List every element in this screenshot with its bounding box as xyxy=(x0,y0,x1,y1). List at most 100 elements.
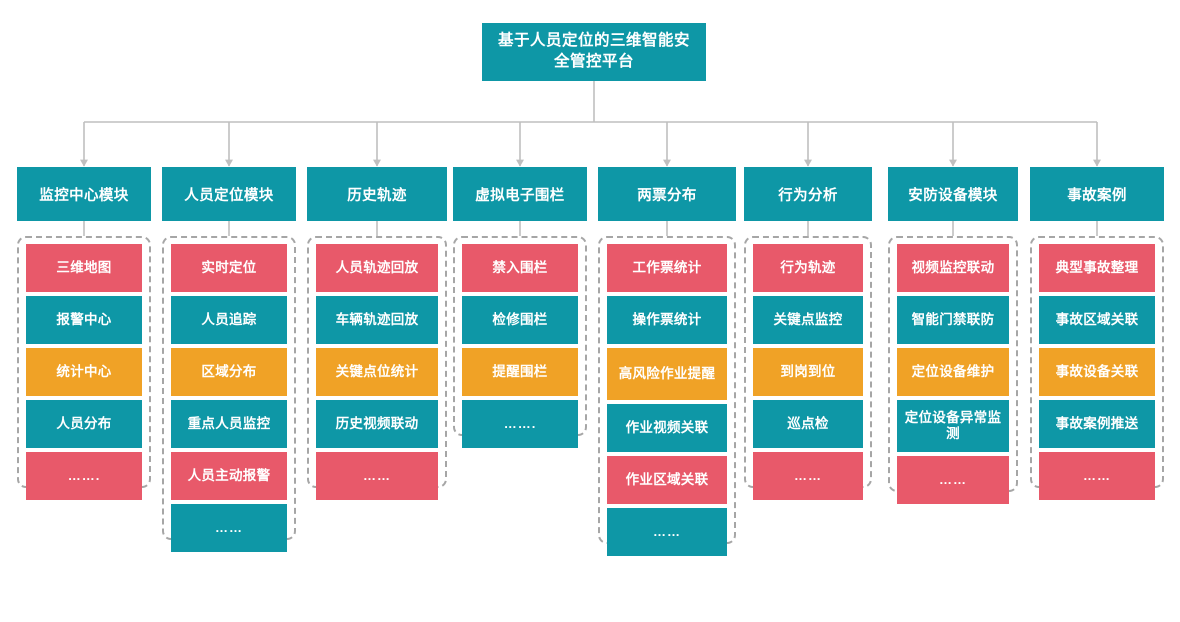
column-history-track: 历史轨迹人员轨迹回放车辆轨迹回放关键点位统计历史视频联动 …… xyxy=(307,167,447,500)
column-header-label: 监控中心模块 xyxy=(39,187,129,204)
feature-item[interactable]: 统计中心 xyxy=(26,348,142,396)
ellipsis-label: ……. xyxy=(67,468,101,484)
column-header-label: 事故案例 xyxy=(1067,187,1127,204)
root-node: 基于人员定位的三维智能安全管控平台 xyxy=(482,23,706,81)
ellipsis-label: …… xyxy=(939,472,967,488)
column-header-two-tickets[interactable]: 两票分布 xyxy=(598,167,736,221)
feature-item-label: 高风险作业提醒 xyxy=(618,365,716,381)
feature-item[interactable]: 人员追踪 xyxy=(171,296,287,344)
feature-item[interactable]: …… xyxy=(607,508,727,556)
feature-item[interactable]: ……. xyxy=(26,452,142,500)
feature-item-label: 提醒围栏 xyxy=(492,363,548,379)
feature-item[interactable]: 历史视频联动 xyxy=(316,400,438,448)
feature-item-label: 实时定位 xyxy=(201,259,257,275)
feature-item[interactable]: …… xyxy=(897,456,1009,504)
feature-item[interactable]: 区域分布 xyxy=(171,348,287,396)
column-header-monitor-center[interactable]: 监控中心模块 xyxy=(17,167,151,221)
feature-item[interactable]: …… xyxy=(753,452,863,500)
column-two-tickets: 两票分布工作票统计操作票统计高风险作业提醒作业视频关联作业区域关联…… xyxy=(598,167,736,556)
dashed-container-two-tickets: 工作票统计操作票统计高风险作业提醒作业视频关联作业区域关联…… xyxy=(598,236,736,556)
feature-item-label: 工作票统计 xyxy=(632,259,702,275)
feature-item-label: 统计中心 xyxy=(56,363,112,379)
feature-item-label: 区域分布 xyxy=(201,363,257,379)
feature-item-label: 车辆轨迹回放 xyxy=(335,311,419,327)
feature-item[interactable]: 工作票统计 xyxy=(607,244,727,292)
column-virtual-fence: 虚拟电子围栏禁入围栏检修围栏提醒围栏 ……. xyxy=(453,167,587,448)
dashed-container-personnel-positioning: 实时定位人员追踪区域分布重点人员监控人员主动报警 …… xyxy=(162,236,296,552)
feature-item[interactable]: 定位设备异常监测 xyxy=(897,400,1009,452)
feature-item-label: 作业视频关联 xyxy=(625,419,709,435)
column-header-security-device[interactable]: 安防设备模块 xyxy=(888,167,1018,221)
dashed-container-monitor-center: 三维地图报警中心统计中心人员分布 ……. xyxy=(17,236,151,500)
feature-item[interactable]: …… xyxy=(1039,452,1155,500)
feature-item-label: 事故区域关联 xyxy=(1055,311,1139,327)
feature-item-label: 检修围栏 xyxy=(492,311,548,327)
feature-item[interactable]: 禁入围栏 xyxy=(462,244,578,292)
ellipsis-label: …… xyxy=(1083,468,1111,484)
feature-item[interactable]: 到岗到位 xyxy=(753,348,863,396)
feature-item-label: 定位设备异常监测 xyxy=(904,409,1002,441)
column-security-device: 安防设备模块视频监控联动智能门禁联防定位设备维护定位设备异常监测 …… xyxy=(888,167,1018,504)
feature-item[interactable]: 人员轨迹回放 xyxy=(316,244,438,292)
column-header-accident-case[interactable]: 事故案例 xyxy=(1030,167,1164,221)
feature-item-label: 历史视频联动 xyxy=(335,415,419,431)
feature-item[interactable]: 事故区域关联 xyxy=(1039,296,1155,344)
feature-item[interactable]: 智能门禁联防 xyxy=(897,296,1009,344)
column-header-label: 行为分析 xyxy=(778,187,838,204)
feature-item-label: 典型事故整理 xyxy=(1055,259,1139,275)
column-header-label: 安防设备模块 xyxy=(908,187,998,204)
feature-item[interactable]: 关键点监控 xyxy=(753,296,863,344)
feature-item-label: 三维地图 xyxy=(56,259,112,275)
feature-item[interactable]: ……. xyxy=(462,400,578,448)
ellipsis-label: …… xyxy=(363,468,391,484)
column-header-behavior-analysis[interactable]: 行为分析 xyxy=(744,167,872,221)
feature-item-label: 人员分布 xyxy=(56,415,112,431)
column-header-virtual-fence[interactable]: 虚拟电子围栏 xyxy=(453,167,587,221)
feature-item[interactable]: 行为轨迹 xyxy=(753,244,863,292)
feature-item[interactable]: 事故案例推送 xyxy=(1039,400,1155,448)
feature-item[interactable]: …… xyxy=(171,504,287,552)
column-header-label: 历史轨迹 xyxy=(347,187,407,204)
root-title: 基于人员定位的三维智能安全管控平台 xyxy=(497,32,690,70)
feature-item[interactable]: 提醒围栏 xyxy=(462,348,578,396)
feature-item-label: 重点人员监控 xyxy=(187,415,271,431)
feature-item[interactable]: 报警中心 xyxy=(26,296,142,344)
dashed-container-security-device: 视频监控联动智能门禁联防定位设备维护定位设备异常监测 …… xyxy=(888,236,1018,504)
column-header-personnel-positioning[interactable]: 人员定位模块 xyxy=(162,167,296,221)
feature-item[interactable]: 人员主动报警 xyxy=(171,452,287,500)
feature-item-label: 事故案例推送 xyxy=(1055,415,1139,431)
ellipsis-label: ……. xyxy=(503,416,537,432)
column-behavior-analysis: 行为分析行为轨迹关键点监控到岗到位巡点检…… xyxy=(744,167,872,500)
feature-item[interactable]: 三维地图 xyxy=(26,244,142,292)
feature-item[interactable]: 操作票统计 xyxy=(607,296,727,344)
feature-item[interactable]: 作业区域关联 xyxy=(607,456,727,504)
feature-item-label: 关键点位统计 xyxy=(335,363,419,379)
feature-item-label: 人员轨迹回放 xyxy=(335,259,419,275)
feature-item[interactable]: 关键点位统计 xyxy=(316,348,438,396)
feature-item[interactable]: 实时定位 xyxy=(171,244,287,292)
column-header-label: 虚拟电子围栏 xyxy=(475,187,565,204)
feature-item[interactable]: 视频监控联动 xyxy=(897,244,1009,292)
dashed-container-accident-case: 典型事故整理事故区域关联事故设备关联事故案例推送 …… xyxy=(1030,236,1164,500)
feature-item[interactable]: 作业视频关联 xyxy=(607,404,727,452)
feature-item-label: 视频监控联动 xyxy=(911,259,995,275)
feature-item[interactable]: 车辆轨迹回放 xyxy=(316,296,438,344)
feature-item-label: 人员追踪 xyxy=(201,311,257,327)
column-personnel-positioning: 人员定位模块实时定位人员追踪区域分布重点人员监控人员主动报警 …… xyxy=(162,167,296,552)
feature-item-label: 智能门禁联防 xyxy=(911,311,995,327)
feature-item[interactable]: 典型事故整理 xyxy=(1039,244,1155,292)
ellipsis-label: …… xyxy=(215,520,243,536)
feature-item[interactable]: 巡点检 xyxy=(753,400,863,448)
feature-item[interactable]: 高风险作业提醒 xyxy=(607,348,727,400)
feature-item[interactable]: 人员分布 xyxy=(26,400,142,448)
feature-item-label: 报警中心 xyxy=(56,311,112,327)
feature-item[interactable]: 检修围栏 xyxy=(462,296,578,344)
feature-item[interactable]: 定位设备维护 xyxy=(897,348,1009,396)
column-header-history-track[interactable]: 历史轨迹 xyxy=(307,167,447,221)
feature-item-label: 禁入围栏 xyxy=(492,259,548,275)
feature-item[interactable]: 事故设备关联 xyxy=(1039,348,1155,396)
feature-item[interactable]: 重点人员监控 xyxy=(171,400,287,448)
column-accident-case: 事故案例典型事故整理事故区域关联事故设备关联事故案例推送 …… xyxy=(1030,167,1164,500)
feature-item[interactable]: …… xyxy=(316,452,438,500)
